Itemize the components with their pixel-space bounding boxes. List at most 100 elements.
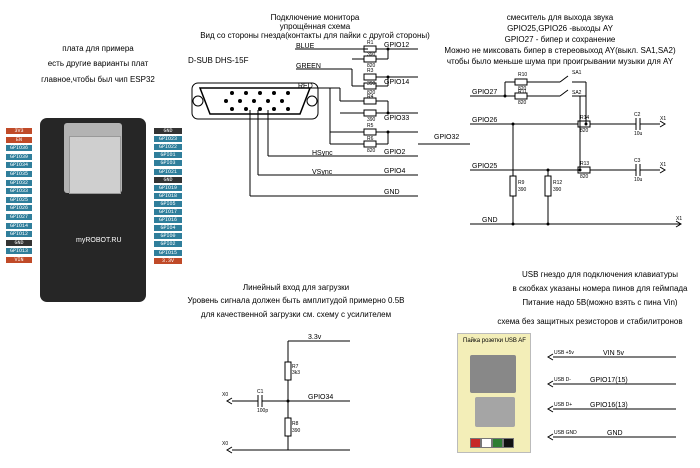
x1-bottom-label: X1	[676, 216, 683, 222]
usb-title-1: USB гнездо для подключения клавиатуры	[522, 270, 678, 279]
usb-pin-red-swatch	[470, 438, 481, 448]
right-pin-label: GPIO22	[154, 144, 182, 151]
wire-gnd: GND	[384, 189, 400, 196]
right-pin-label: GPIO17	[154, 209, 182, 215]
r14-label: R14	[580, 115, 590, 121]
mixer-title-4: Можно не миксовать бипер в стереовыход A…	[444, 46, 676, 55]
left-pin-label: GPIO25	[6, 196, 32, 203]
left-pin-label: GND	[6, 239, 32, 246]
sa1-label: SA1	[572, 70, 582, 76]
usb-port-dminus: USB D-	[554, 377, 571, 383]
left-pin-label: 3V3	[6, 128, 32, 134]
wire-red: RED	[298, 83, 313, 90]
board-note-line2: есть другие варианты плат	[47, 59, 149, 68]
mixer-gpio26: GPIO26	[472, 117, 498, 124]
c3-label: C3	[634, 158, 641, 164]
r1-value: 390	[367, 52, 376, 58]
mixer-gpio27: GPIO27	[472, 89, 498, 96]
monitor-gpio12: GPIO12	[384, 42, 410, 49]
right-pin-label: 3.3V	[154, 257, 182, 264]
left-pin-label: GPIO33	[6, 188, 32, 195]
linein-title-2: Уровень сигнала должен быть амплитудой п…	[187, 296, 405, 305]
wire-blue: BLUE	[296, 43, 315, 50]
right-pin-label: GPIO21	[154, 168, 182, 175]
r5-label: R5	[367, 123, 374, 129]
usb-pin-white-swatch	[481, 438, 492, 448]
right-pin-label: GPIO16	[154, 217, 182, 224]
connector-label: D-SUB DHS-15F	[188, 56, 249, 65]
right-pin-label: GPIO3	[154, 160, 182, 167]
r8-value: 390	[292, 428, 301, 434]
r3-label: R3	[367, 68, 374, 74]
c1-label: C1	[257, 389, 264, 395]
r10-label: R10	[518, 72, 528, 78]
left-pin-label: GPIO36	[6, 145, 32, 152]
right-pin-label: GPIO18	[154, 192, 182, 199]
left-pin-label: GPIO26	[6, 205, 32, 212]
left-pin-label: VIN	[6, 257, 32, 263]
linein-title-1: Линейный вход для загрузки	[242, 283, 350, 292]
r13-label: R13	[580, 161, 590, 167]
x0-top-label: X0	[222, 392, 229, 398]
mixer-title-2: GPIO25,GPIO26 -выходы AY	[507, 24, 613, 33]
c1-value: 100p	[257, 408, 269, 414]
r10-value: 820	[518, 86, 527, 92]
c2-value: 10u	[634, 131, 643, 137]
r11-label: R11	[518, 89, 527, 95]
mixer-title-1: смеситель для выхода звука	[506, 13, 614, 22]
right-pin-label: GND	[154, 128, 182, 134]
sa2-label: SA2	[572, 90, 582, 96]
mixer-title-3: GPIO27 - бипер и сохранение	[504, 35, 616, 44]
board-note-line3: главное,чтобы был чип ESP32	[41, 75, 155, 84]
left-pin-label: EN	[6, 136, 32, 143]
mixer-title-5: чтобы было меньше шума при проигрывании …	[446, 57, 674, 66]
r4-label: R4	[367, 94, 374, 100]
r7-label: R7	[292, 364, 299, 370]
left-pin-label: GPIO12	[6, 231, 32, 238]
usb-title-4: схема без защитных резисторов и стабилит…	[497, 317, 683, 326]
linein-3v3: 3.3v	[308, 334, 322, 341]
right-pin-label: GPIO23	[154, 136, 182, 143]
monitor-gpio33: GPIO33	[384, 115, 410, 122]
right-pin-label: GPIO1	[154, 152, 182, 159]
r11-value: 820	[518, 100, 527, 106]
x0-bottom-label: X0	[222, 441, 229, 447]
monitor-gpio2: GPIO2	[384, 149, 406, 156]
linein-title-3: для качественной загрузки см. схему с ус…	[200, 310, 392, 319]
right-pin-label: GPIO15	[154, 249, 182, 256]
usb-gpio17: GPIO17(15)	[590, 377, 628, 384]
x1-mid-label: X1	[660, 162, 667, 168]
x1-top-label: X1	[660, 116, 667, 122]
left-pin-label: GPIO14	[6, 222, 32, 229]
r6-label: R6	[367, 136, 374, 142]
board-brand: myROBOT.RU	[76, 237, 122, 244]
mixer-gpio25: GPIO25	[472, 163, 498, 170]
usb-gpio16: GPIO16(13)	[590, 402, 628, 409]
right-pin-label: GPIO5	[154, 200, 182, 207]
usb-pin-green-swatch	[492, 438, 503, 448]
right-pin-label: GPIO4	[154, 225, 182, 232]
r4-value: 820	[367, 90, 376, 96]
board-note-line1: плата для примера	[62, 44, 134, 53]
c2-label: C2	[634, 112, 641, 118]
usb-socket-photo-front	[470, 355, 516, 393]
left-pin-label: GPIO34	[6, 162, 32, 169]
usb-pin-black-swatch	[503, 438, 514, 448]
right-pin-label: GND	[154, 176, 182, 183]
r8-label: R8	[292, 421, 299, 427]
r14-value: 820	[580, 128, 589, 134]
monitor-gpio32: GPIO32	[434, 134, 460, 141]
usb-panel-title: Пайка розетки USB AF	[463, 338, 526, 344]
left-pin-label: GPIO32	[6, 179, 32, 186]
wire-hsync: HSync	[312, 150, 333, 157]
wire-green: GREEN	[296, 63, 321, 70]
r7-value: 3k3	[292, 370, 301, 376]
esp32-module-shield	[69, 136, 121, 194]
monitor-gpio14: GPIO14	[384, 79, 410, 86]
r5-value: 390	[367, 117, 376, 123]
usb-port-gnd: USB GND	[554, 430, 577, 436]
usb-port-5v: USB +5v	[554, 350, 574, 356]
monitor-gpio4: GPIO4	[384, 168, 406, 175]
usb-title-3: Питание надо 5В(можно взять с пина Vin)	[522, 298, 678, 307]
